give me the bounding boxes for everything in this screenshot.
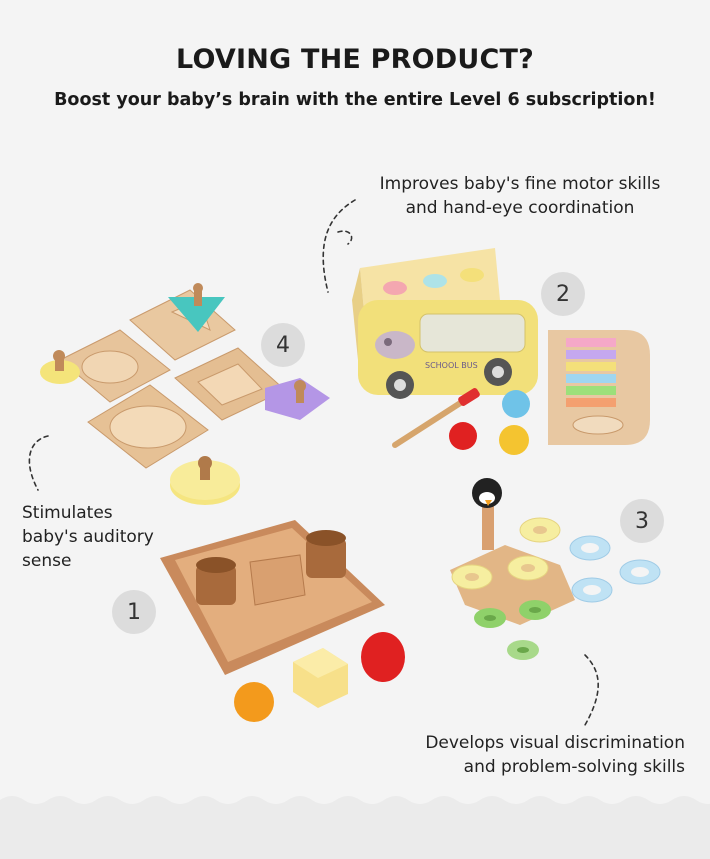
caption-line: Stimulates	[22, 503, 113, 523]
sensory-tray-toy	[160, 520, 405, 722]
caption-line: Develops visual discrimination	[425, 733, 685, 753]
feature-number-badge-4: 4	[261, 323, 305, 367]
caption-line: sense	[22, 551, 72, 571]
pointer-line-3	[584, 654, 599, 726]
feature-caption-1: Stimulates baby's auditory sense	[22, 501, 192, 573]
bus-label: SCHOOL BUS	[425, 361, 478, 370]
shape-puzzle-toy	[40, 283, 330, 505]
caption-line: and problem-solving skills	[463, 757, 685, 777]
stacking-rings-toy	[450, 478, 661, 660]
feature-caption-2: Improves baby's fine motor skills and ha…	[360, 172, 680, 220]
feature-number-badge-3: 3	[620, 499, 664, 543]
feature-caption-3: Develops visual discrimination and probl…	[395, 731, 685, 779]
caption-line: baby's auditory	[22, 527, 154, 547]
page-title: LOVING THE PRODUCT?	[176, 44, 534, 75]
caption-line: Improves baby's fine motor skills	[379, 174, 661, 194]
pointer-line-2-curl	[337, 230, 353, 245]
pointer-line-2	[322, 199, 356, 293]
wavy-footer-border	[0, 796, 710, 859]
school-bus-toy: SCHOOL BUS	[352, 248, 538, 455]
pointer-line-1	[28, 435, 49, 491]
xylophone-toy	[548, 330, 650, 445]
page-subtitle: Boost your baby’s brain with the entire …	[54, 90, 656, 110]
feature-number-badge-1: 1	[112, 590, 156, 634]
caption-line: and hand-eye coordination	[405, 198, 635, 218]
feature-number-badge-2: 2	[541, 272, 585, 316]
